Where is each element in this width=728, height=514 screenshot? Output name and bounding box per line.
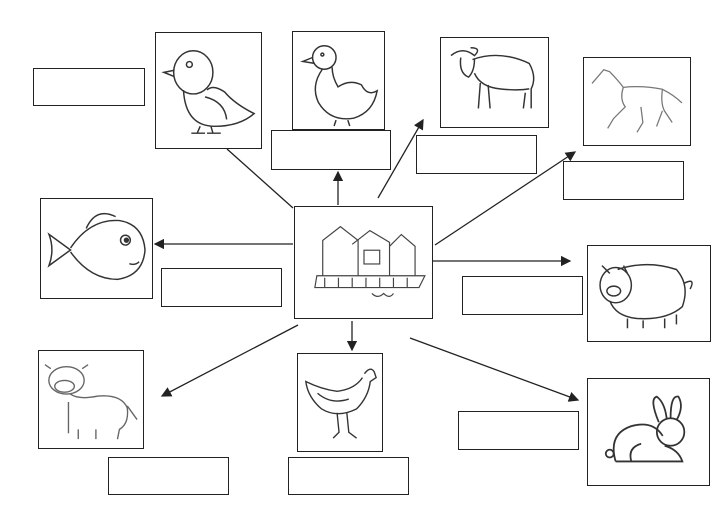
hen-picture xyxy=(297,353,383,452)
duck-label-box[interactable] xyxy=(271,130,391,170)
rabbit-label-box[interactable] xyxy=(458,411,579,450)
buffalo-icon xyxy=(450,47,535,109)
pig-picture xyxy=(587,245,711,342)
bird-icon xyxy=(161,50,256,134)
hen-label-box[interactable] xyxy=(288,457,409,495)
cow-label-box[interactable] xyxy=(108,457,229,495)
fish-picture xyxy=(40,198,153,299)
horse-icon xyxy=(591,68,683,133)
buffalo-picture xyxy=(440,37,549,128)
arrow-to-buffalo xyxy=(377,118,424,199)
rabbit-icon xyxy=(604,395,686,463)
arrow-to-rabbit xyxy=(409,337,580,402)
fish-label-box[interactable] xyxy=(161,268,282,307)
rabbit-picture xyxy=(587,378,710,486)
bird-picture xyxy=(155,32,262,149)
horse-label-box[interactable] xyxy=(563,161,684,200)
duck-picture xyxy=(292,31,385,130)
pig-label-box[interactable] xyxy=(462,276,583,315)
farm-barn-icon xyxy=(314,225,426,297)
bird-label-box[interactable] xyxy=(33,68,145,106)
duck-icon xyxy=(300,45,379,127)
farm-picture xyxy=(294,206,433,319)
hen-icon xyxy=(304,368,377,439)
arrow-to-bird xyxy=(226,148,294,209)
cow-icon xyxy=(44,364,138,440)
buffalo-label-box[interactable] xyxy=(416,135,537,174)
arrow-to-horse xyxy=(434,151,577,246)
horse-picture xyxy=(583,57,691,146)
arrow-to-cow xyxy=(160,324,299,397)
cow-picture xyxy=(38,350,144,449)
fish-icon xyxy=(47,212,146,281)
pig-icon xyxy=(599,263,693,329)
